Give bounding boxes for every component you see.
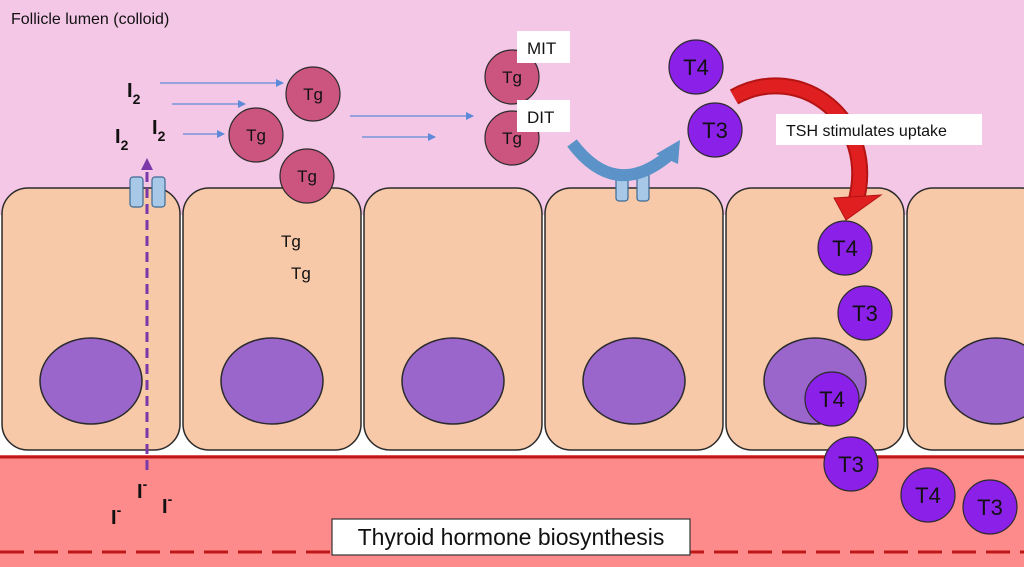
- thyroglobulin: Tg: [285, 66, 341, 122]
- title-box: Thyroid hormone biosynthesis: [331, 518, 691, 556]
- lumen-label: Follicle lumen (colloid): [11, 11, 169, 28]
- cytoplasm-thyroglobulin: Tg: [281, 232, 301, 251]
- iodide-label: I-: [162, 491, 173, 518]
- svg-text:MIT: MIT: [527, 39, 556, 58]
- nucleus: [582, 337, 686, 425]
- svg-text:T3: T3: [977, 495, 1003, 520]
- thyroglobulin-molecules: Tg Tg Tg Tg Tg: [228, 49, 540, 204]
- iodide-transporter: [129, 176, 166, 208]
- svg-text:Tg: Tg: [502, 129, 522, 148]
- thyroglobulin: Tg: [279, 148, 335, 204]
- hormone-molecules: T4 T3 T4 T3 T4 T3 T4 T3: [668, 39, 1018, 535]
- iodine-flow-arrows: [160, 79, 474, 141]
- t4-molecule: T4: [804, 371, 860, 427]
- svg-text:T4: T4: [819, 387, 845, 412]
- svg-text:T3: T3: [852, 301, 878, 326]
- t4-molecule: T4: [668, 39, 724, 95]
- t3-molecule: T3: [962, 479, 1018, 535]
- tsh-arrow: [729, 77, 883, 221]
- t3-molecule: T3: [823, 436, 879, 492]
- svg-text:T4: T4: [915, 483, 941, 508]
- svg-text:T3: T3: [702, 118, 728, 143]
- nucleus: [220, 337, 324, 425]
- export-arrow: [567, 139, 680, 182]
- iodide-label: I-: [111, 502, 122, 529]
- iodine-label: I2: [115, 126, 129, 153]
- nucleus: [944, 337, 1024, 425]
- svg-text:Tg: Tg: [297, 167, 317, 186]
- svg-text:Tg: Tg: [303, 85, 323, 104]
- svg-text:DIT: DIT: [527, 108, 554, 127]
- t3-molecule: T3: [837, 285, 893, 341]
- iodine-label: I2: [152, 117, 166, 144]
- nucleus: [401, 337, 505, 425]
- svg-text:TSH stimulates uptake: TSH stimulates uptake: [786, 123, 947, 140]
- t4-molecule: T4: [817, 220, 873, 276]
- t4-molecule: T4: [900, 467, 956, 523]
- svg-text:T3: T3: [838, 452, 864, 477]
- iodine-label: I2: [127, 80, 141, 107]
- t3-molecule: T3: [687, 102, 743, 158]
- thyroglobulin: Tg: [228, 107, 284, 163]
- thyroglobulin-mit: Tg: [484, 49, 540, 105]
- iodide-label: I-: [137, 476, 148, 503]
- cytoplasm-thyroglobulin: Tg: [291, 264, 311, 283]
- svg-text:Tg: Tg: [502, 68, 522, 87]
- svg-text:Tg: Tg: [246, 126, 266, 145]
- mit-label: MIT: [517, 31, 570, 63]
- svg-text:T4: T4: [832, 236, 858, 261]
- dit-label: DIT: [517, 100, 570, 132]
- tsh-label: TSH stimulates uptake: [776, 114, 982, 145]
- page-title: Thyroid hormone biosynthesis: [358, 524, 665, 550]
- svg-text:T4: T4: [683, 55, 709, 80]
- nucleus: [39, 337, 143, 425]
